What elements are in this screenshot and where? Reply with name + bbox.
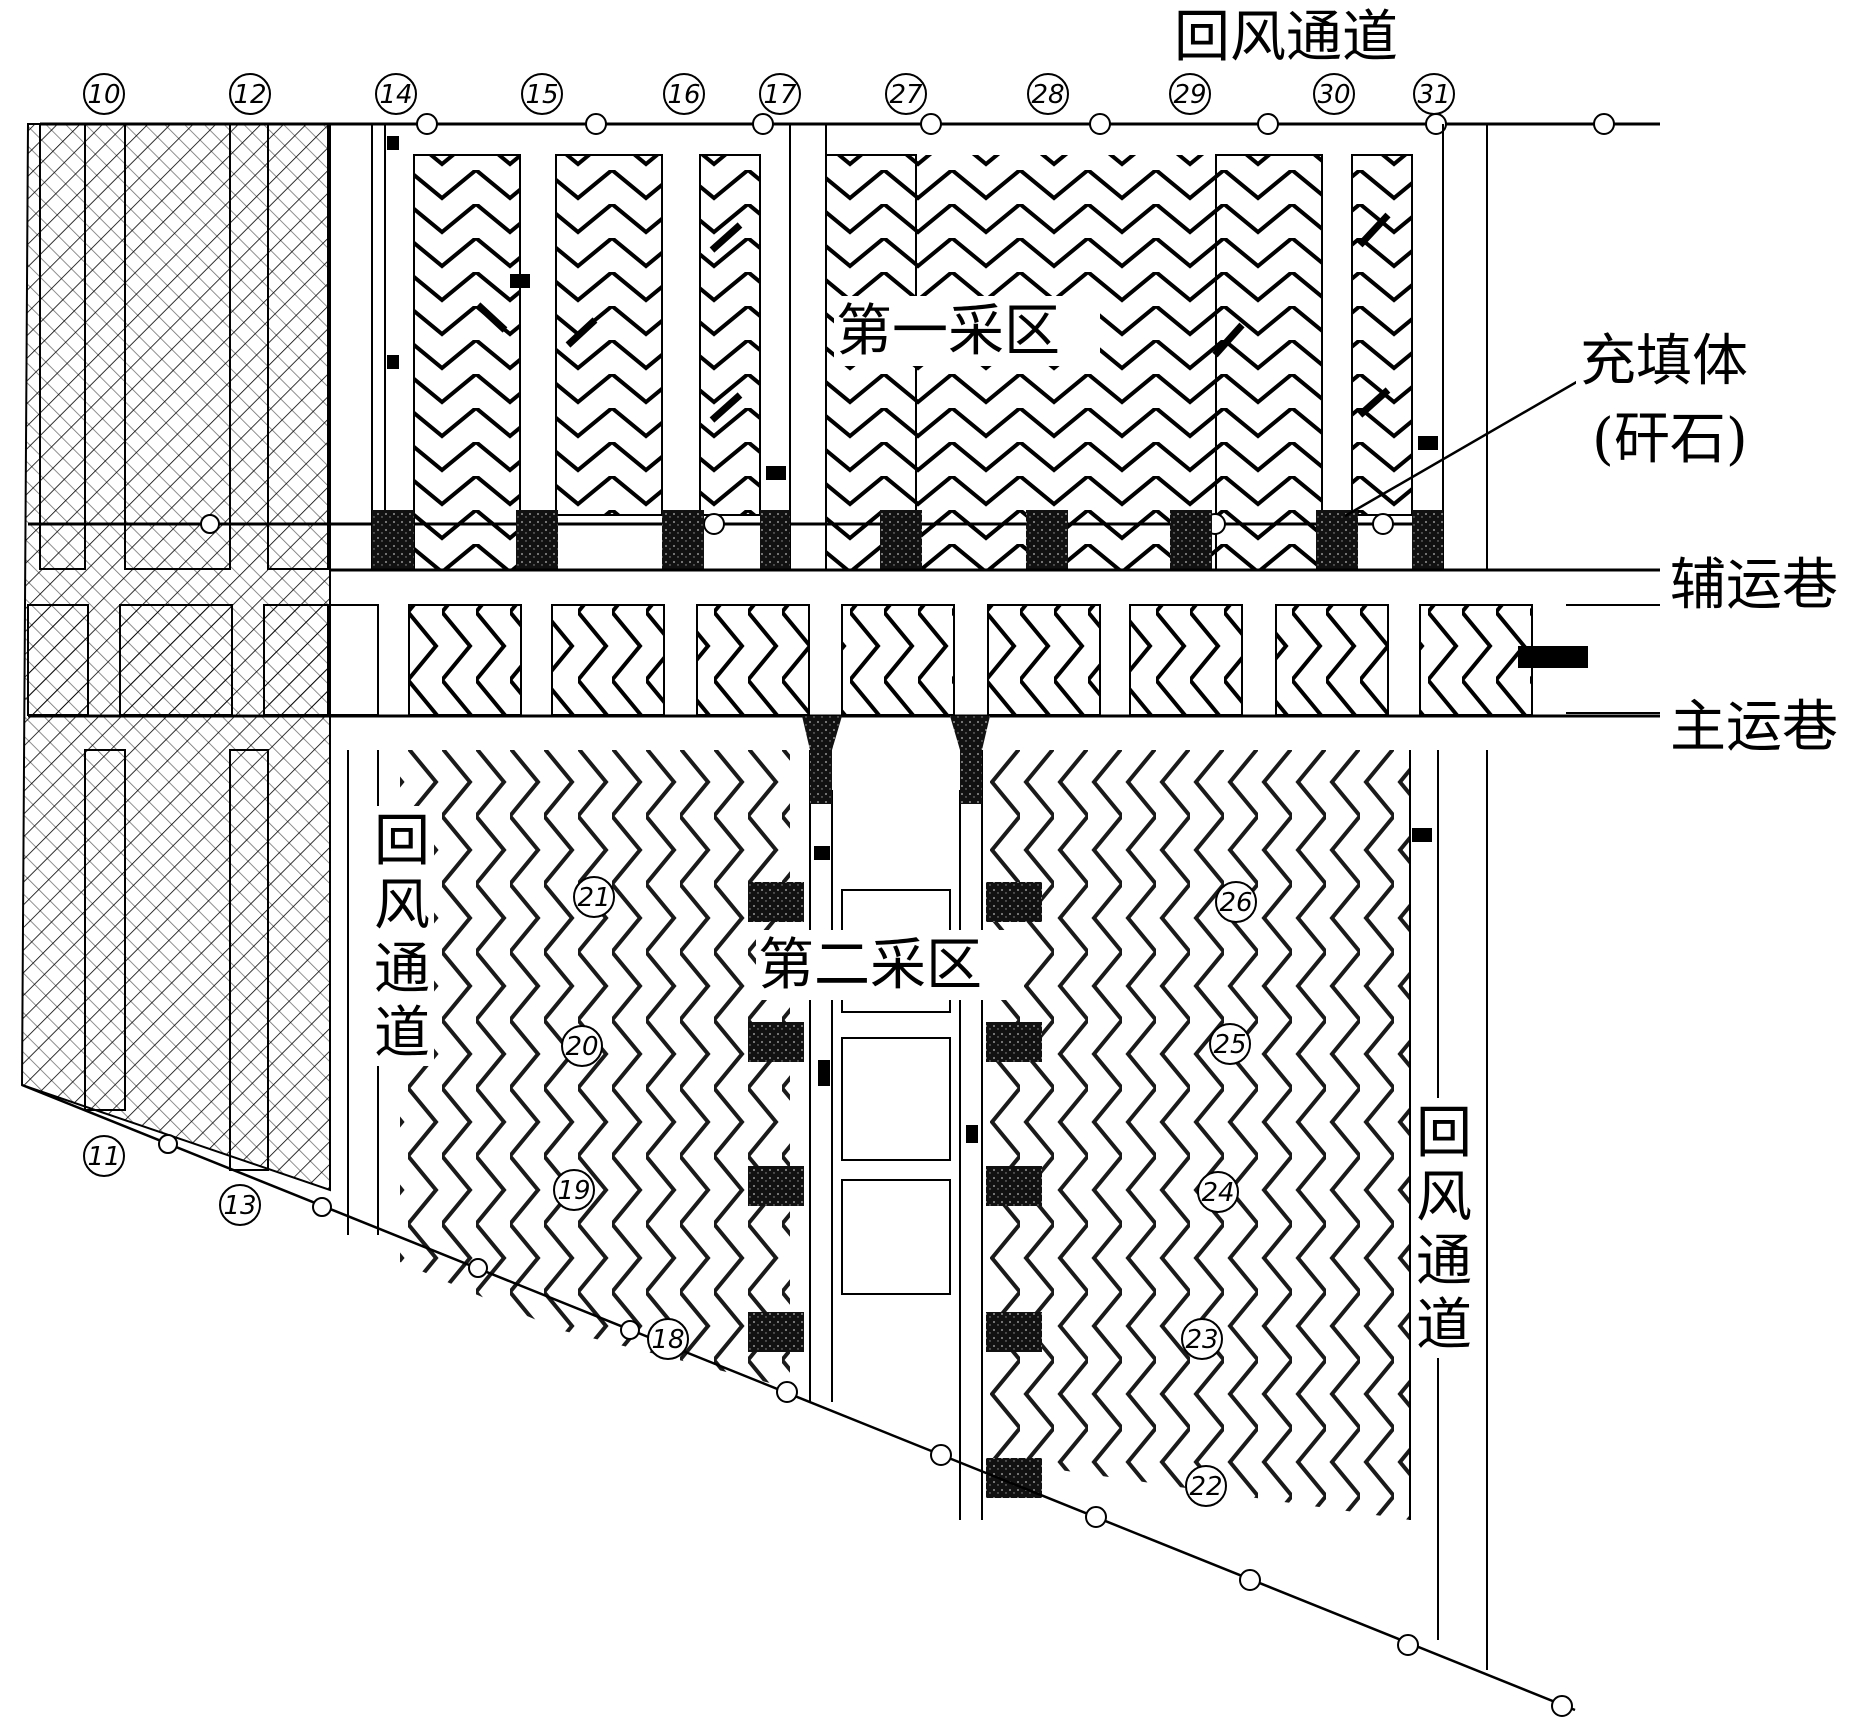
return-air-right-char-4: 道 (1416, 1293, 1472, 1358)
svg-text:27: 27 (889, 80, 923, 110)
filling-body-label: 充填体 (1580, 329, 1748, 394)
filling-body-leader-line (1344, 378, 1581, 518)
svg-text:12: 12 (233, 80, 266, 110)
point-number: 17 (759, 73, 801, 115)
svg-text:25: 25 (1213, 1030, 1246, 1060)
point-number: 23 (1181, 1318, 1223, 1360)
point-number: 14 (375, 73, 417, 115)
return-air-right-char-3: 通 (1416, 1229, 1472, 1294)
point-number: 25 (1209, 1023, 1251, 1065)
svg-text:23: 23 (1185, 1325, 1218, 1355)
svg-text:10: 10 (87, 80, 120, 110)
point-number: 11 (83, 1135, 125, 1177)
point-number: 10 (83, 73, 125, 115)
svg-text:20: 20 (565, 1032, 598, 1062)
svg-text:14: 14 (379, 80, 412, 110)
point-number: 24 (1197, 1171, 1239, 1213)
mining-area-1-label: 第一采区 (836, 299, 1060, 364)
svg-text:15: 15 (525, 80, 558, 110)
svg-text:16: 16 (667, 80, 700, 110)
svg-text:28: 28 (1031, 80, 1064, 110)
point-number: 22 (1185, 1465, 1227, 1507)
svg-text:11: 11 (87, 1142, 120, 1172)
return-air-top-label: 回风通道 (1174, 5, 1398, 70)
svg-text:29: 29 (1173, 80, 1206, 110)
point-number: 20 (561, 1025, 603, 1067)
point-number: 26 (1215, 881, 1257, 923)
roadways (27, 568, 1660, 718)
point-number: 21 (573, 876, 615, 918)
return-air-right-char-2: 风 (1416, 1165, 1472, 1230)
svg-text:26: 26 (1219, 888, 1252, 918)
filling-body-material-label: (矸石) (1592, 407, 1748, 472)
point-number: 13 (219, 1184, 261, 1226)
svg-text:18: 18 (651, 1325, 684, 1355)
return-air-left-char-3: 通 (374, 937, 430, 1002)
svg-text:19: 19 (557, 1176, 590, 1206)
point-number: 15 (521, 73, 563, 115)
svg-text:30: 30 (1317, 80, 1350, 110)
point-number: 29 (1169, 73, 1211, 115)
diagram-labels: 回风通道 第一采区 充填体 (矸石) 辅运巷 主运巷 第二采区 回 风 通 道 … (370, 4, 1866, 1358)
svg-text:17: 17 (763, 80, 797, 110)
sloped-boundary-line (21, 1083, 1576, 1717)
point-number: 18 (647, 1318, 689, 1360)
point-number: 31 (1413, 73, 1455, 115)
svg-text:22: 22 (1189, 1472, 1222, 1502)
point-number-circles: 10 12 14 15 16 17 27 28 29 30 31 11 13 2… (83, 73, 1455, 1507)
point-number: 30 (1313, 73, 1355, 115)
point-number: 12 (229, 73, 271, 115)
return-air-left-char-2: 风 (374, 873, 430, 938)
main-roadway-label: 主运巷 (1670, 695, 1838, 760)
top-return-air-line (40, 113, 1660, 135)
mining-area-2-label: 第二采区 (758, 933, 982, 998)
aux-roadway-label: 辅运巷 (1670, 553, 1838, 618)
point-number: 27 (885, 73, 927, 115)
return-air-left-char-1: 回 (374, 809, 430, 874)
svg-text:24: 24 (1201, 1178, 1234, 1208)
svg-text:21: 21 (577, 883, 610, 913)
return-air-right-char-1: 回 (1416, 1101, 1472, 1166)
return-air-left-char-4: 道 (374, 1001, 430, 1066)
svg-text:31: 31 (1417, 80, 1450, 110)
point-number: 16 (663, 73, 705, 115)
svg-text:13: 13 (223, 1191, 256, 1221)
second-mining-area (347, 716, 1488, 1670)
point-number: 28 (1027, 73, 1069, 115)
point-number: 19 (553, 1169, 595, 1211)
